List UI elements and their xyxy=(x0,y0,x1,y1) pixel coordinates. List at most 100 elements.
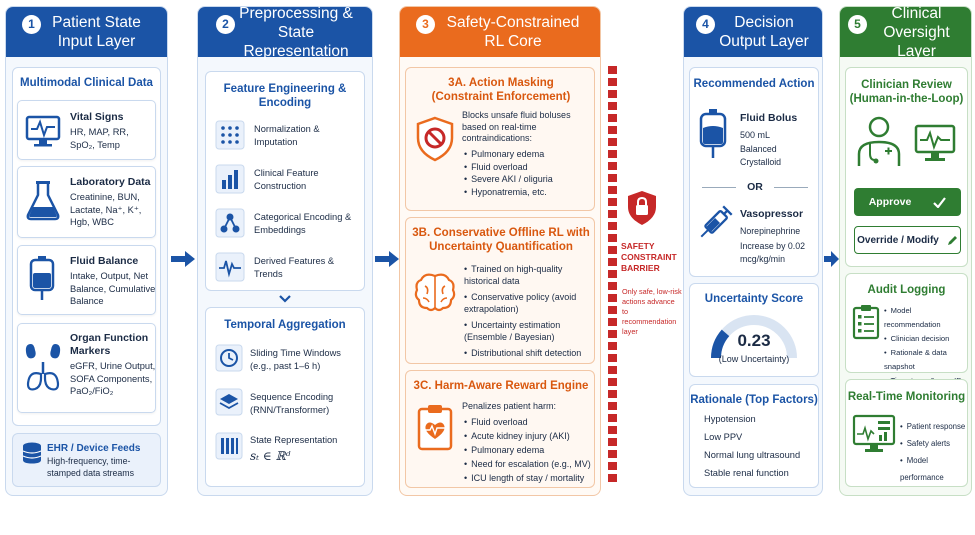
reward-list: Fluid overload Acute kidney injury (AKI)… xyxy=(464,415,594,485)
panel-subtitle: Multimodal Clinical Data xyxy=(20,77,153,89)
database-icon xyxy=(22,442,42,464)
column-title: Clinical Oversight Layer xyxy=(883,4,950,60)
list-item: Patient response xyxy=(900,418,968,435)
action-masking-intro: Blocks unsafe fluid boluses based on rea… xyxy=(462,110,571,143)
fe-item-2: Clinical Feature Construction xyxy=(254,168,319,191)
step-number: 3 xyxy=(416,15,435,34)
organs-icon xyxy=(25,344,61,391)
column-title: Preprocessing & State Representation xyxy=(239,4,353,60)
list-item: Fluid overload xyxy=(464,161,594,174)
review-title: Clinician Review (Human-in-the-Loop) xyxy=(849,79,964,105)
column-rl-core: 3 Safety-Constrained RL Core 3A. Action … xyxy=(399,6,601,496)
rationale-item: Hypotension xyxy=(704,414,756,424)
organ-function-card: Organ Function Markers eGFR, Urine Outpu… xyxy=(17,323,156,413)
syringe-icon xyxy=(700,205,733,238)
shield-block-icon xyxy=(416,116,454,162)
column-decision-output: 4 Decision Output Layer Recommended Acti… xyxy=(683,6,823,496)
bolus-type: Balanced Crystalloid xyxy=(740,144,782,167)
fluid-balance-desc: Intake, Output, Net Balance, Cumulative … xyxy=(70,271,156,306)
rationale-title: Rationale (Top Factors) xyxy=(690,394,818,406)
approve-button[interactable]: Approve xyxy=(854,188,961,216)
column-header: 1 Patient State Input Layer xyxy=(6,7,167,57)
clock-icon xyxy=(215,344,243,372)
fluid-balance-title: Fluid Balance xyxy=(70,255,139,267)
fe-item-3: Categorical Encoding & Embeddings xyxy=(254,212,352,235)
lab-data-card: Laboratory Data Creatinine, BUN, Lactate… xyxy=(17,166,156,238)
bar-chart-icon xyxy=(215,164,245,194)
grid-dots-icon xyxy=(215,120,245,150)
action-masking-list: Pulmonary edema Fluid overload Severe AK… xyxy=(464,148,594,198)
rationale-item: Normal lung ultrasound xyxy=(704,450,801,460)
dashboard-icon xyxy=(852,414,896,452)
list-item: Severe AKI / oliguria xyxy=(464,173,594,186)
column-title: Decision Output Layer xyxy=(719,14,809,50)
list-item: Fluid overload xyxy=(464,415,594,429)
organ-function-title: Organ Function Markers xyxy=(70,332,149,357)
chevron-down-icon xyxy=(279,295,291,303)
ehr-desc: High-frequency, time-stamped data stream… xyxy=(47,456,135,478)
clinician-icon xyxy=(857,116,901,166)
column-header: 2 Preprocessing & State Representation xyxy=(198,5,372,60)
clinician-review-panel: Clinician Review (Human-in-the-Loop) App… xyxy=(845,67,968,267)
network-icon xyxy=(215,208,245,238)
bolus-title: Fluid Bolus xyxy=(740,112,798,124)
list-item: Pulmonary edema xyxy=(464,148,594,161)
fluid-balance-card: Fluid Balance Intake, Output, Net Balanc… xyxy=(17,245,156,315)
or-divider: OR xyxy=(702,181,808,193)
or-label: OR xyxy=(747,181,763,193)
list-item: Hyponatremia, etc. xyxy=(464,186,594,199)
action-masking-panel: 3A. Action Masking (Constraint Enforceme… xyxy=(405,67,595,211)
rationale-item: Stable renal function xyxy=(704,468,789,478)
approve-label: Approve xyxy=(868,196,912,208)
monitoring-title: Real-Time Monitoring xyxy=(847,391,966,403)
brain-icon xyxy=(414,273,456,312)
reward-engine-title: 3C. Harm-Aware Reward Engine xyxy=(413,380,589,392)
fe-item-4: Derived Features & Trends xyxy=(254,256,335,279)
action-masking-title: 3A. Action Masking (Constraint Enforceme… xyxy=(431,77,571,103)
layers-icon xyxy=(215,388,243,416)
flow-arrow-4 xyxy=(824,251,839,267)
list-item: Conservative policy (avoid extrapolation… xyxy=(464,292,592,315)
audit-title: Audit Logging xyxy=(867,284,946,296)
list-item: Uncertainty estimation (Ensemble / Bayes… xyxy=(464,320,592,343)
step-number: 1 xyxy=(22,15,41,34)
list-item: Trained on high-quality historical data xyxy=(464,264,592,287)
column-preprocessing: 2 Preprocessing & State Representation F… xyxy=(197,5,373,496)
iv-bag-icon xyxy=(29,256,55,300)
list-item: ICU length of stay / mortality xyxy=(464,471,594,485)
list-item: Safety alerts xyxy=(900,435,968,452)
ehr-title: EHR / Device Feeds xyxy=(47,443,141,454)
vaso-dose: Increase by 0.02 mcg/kg/min xyxy=(740,241,806,264)
list-item: Rationale & data snapshot xyxy=(884,346,968,374)
column-title: Patient State Input Layer xyxy=(52,14,141,50)
uncertainty-title: Uncertainty Score xyxy=(704,293,804,305)
iv-bag-icon xyxy=(699,109,727,158)
column-header: 4 Decision Output Layer xyxy=(684,7,822,57)
flow-arrow-1 xyxy=(171,251,195,267)
rationale-item: Low PPV xyxy=(704,432,743,442)
vaso-drug: Norepinephrine xyxy=(740,226,801,236)
ta-item-3: State Representation xyxy=(250,435,338,445)
column-title: Safety-Constrained RL Core xyxy=(446,14,580,50)
uncertainty-label: (Low Uncertainty) xyxy=(718,354,790,364)
bolus-volume: 500 mL xyxy=(740,130,771,140)
barrier-title: SAFETY CONSTRAINT BARRIER xyxy=(621,241,677,273)
offline-rl-panel: 3B. Conservative Offline RL with Uncerta… xyxy=(405,217,595,364)
ehr-feeds-panel: EHR / Device Feeds High-frequency, time-… xyxy=(12,433,161,487)
override-button[interactable]: Override / Modify xyxy=(854,226,961,254)
multimodal-panel: Multimodal Clinical Data Vital Signs HR,… xyxy=(12,67,161,426)
lab-data-title: Laboratory Data xyxy=(70,176,151,188)
column-header: 3 Safety-Constrained RL Core xyxy=(400,7,600,57)
clipboard-heart-icon xyxy=(417,405,453,451)
list-item: Clinician decision xyxy=(884,332,968,346)
fe-title: Feature Engineering & Encoding xyxy=(223,83,347,109)
list-item: Model recommendation xyxy=(884,304,968,332)
column-clinical-oversight: 5 Clinical Oversight Layer Clinician Rev… xyxy=(839,4,972,496)
uncertainty-panel: Uncertainty Score 0.23 (Low Uncertainty) xyxy=(689,283,819,377)
audit-list: Model recommendation Clinician decision … xyxy=(884,304,968,388)
column-patient-state: 1 Patient State Input Layer Multimodal C… xyxy=(5,6,168,496)
temporal-aggregation-panel: Temporal Aggregation Sliding Time Window… xyxy=(205,307,365,487)
barrier-desc: Only safe, low-risk actions advance to r… xyxy=(622,287,682,336)
offline-rl-title: 3B. Conservative Offline RL with Uncerta… xyxy=(412,227,590,253)
audit-logging-panel: Audit Logging Model recommendation Clini… xyxy=(845,273,968,385)
